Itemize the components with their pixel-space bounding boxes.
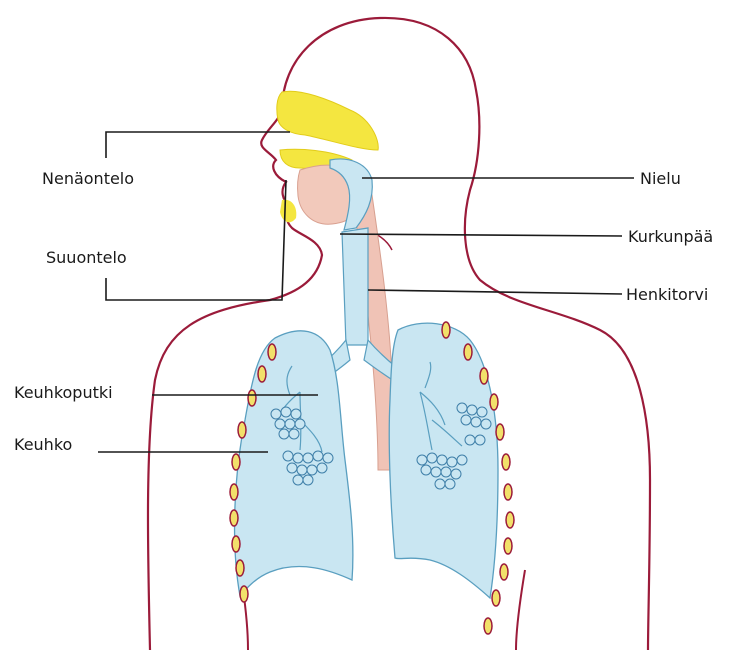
leader-larynx (340, 234, 622, 236)
label-trachea: Henkitorvi (626, 286, 708, 304)
label-oral-cavity: Suuontelo (46, 249, 127, 267)
right-arm-inner (516, 570, 525, 650)
label-lung: Keuhko (14, 436, 72, 454)
label-nasal-cavity: Nenäontelo (42, 170, 134, 188)
oral-cavity-yellow (280, 200, 296, 223)
label-larynx: Kurkunpää (628, 228, 713, 246)
label-bronchus: Keuhkoputki (14, 384, 113, 402)
nasal-cavity-region (277, 91, 378, 150)
label-pharynx: Nielu (640, 170, 681, 188)
leader-oral-cavity (106, 180, 286, 300)
trachea (342, 228, 368, 345)
